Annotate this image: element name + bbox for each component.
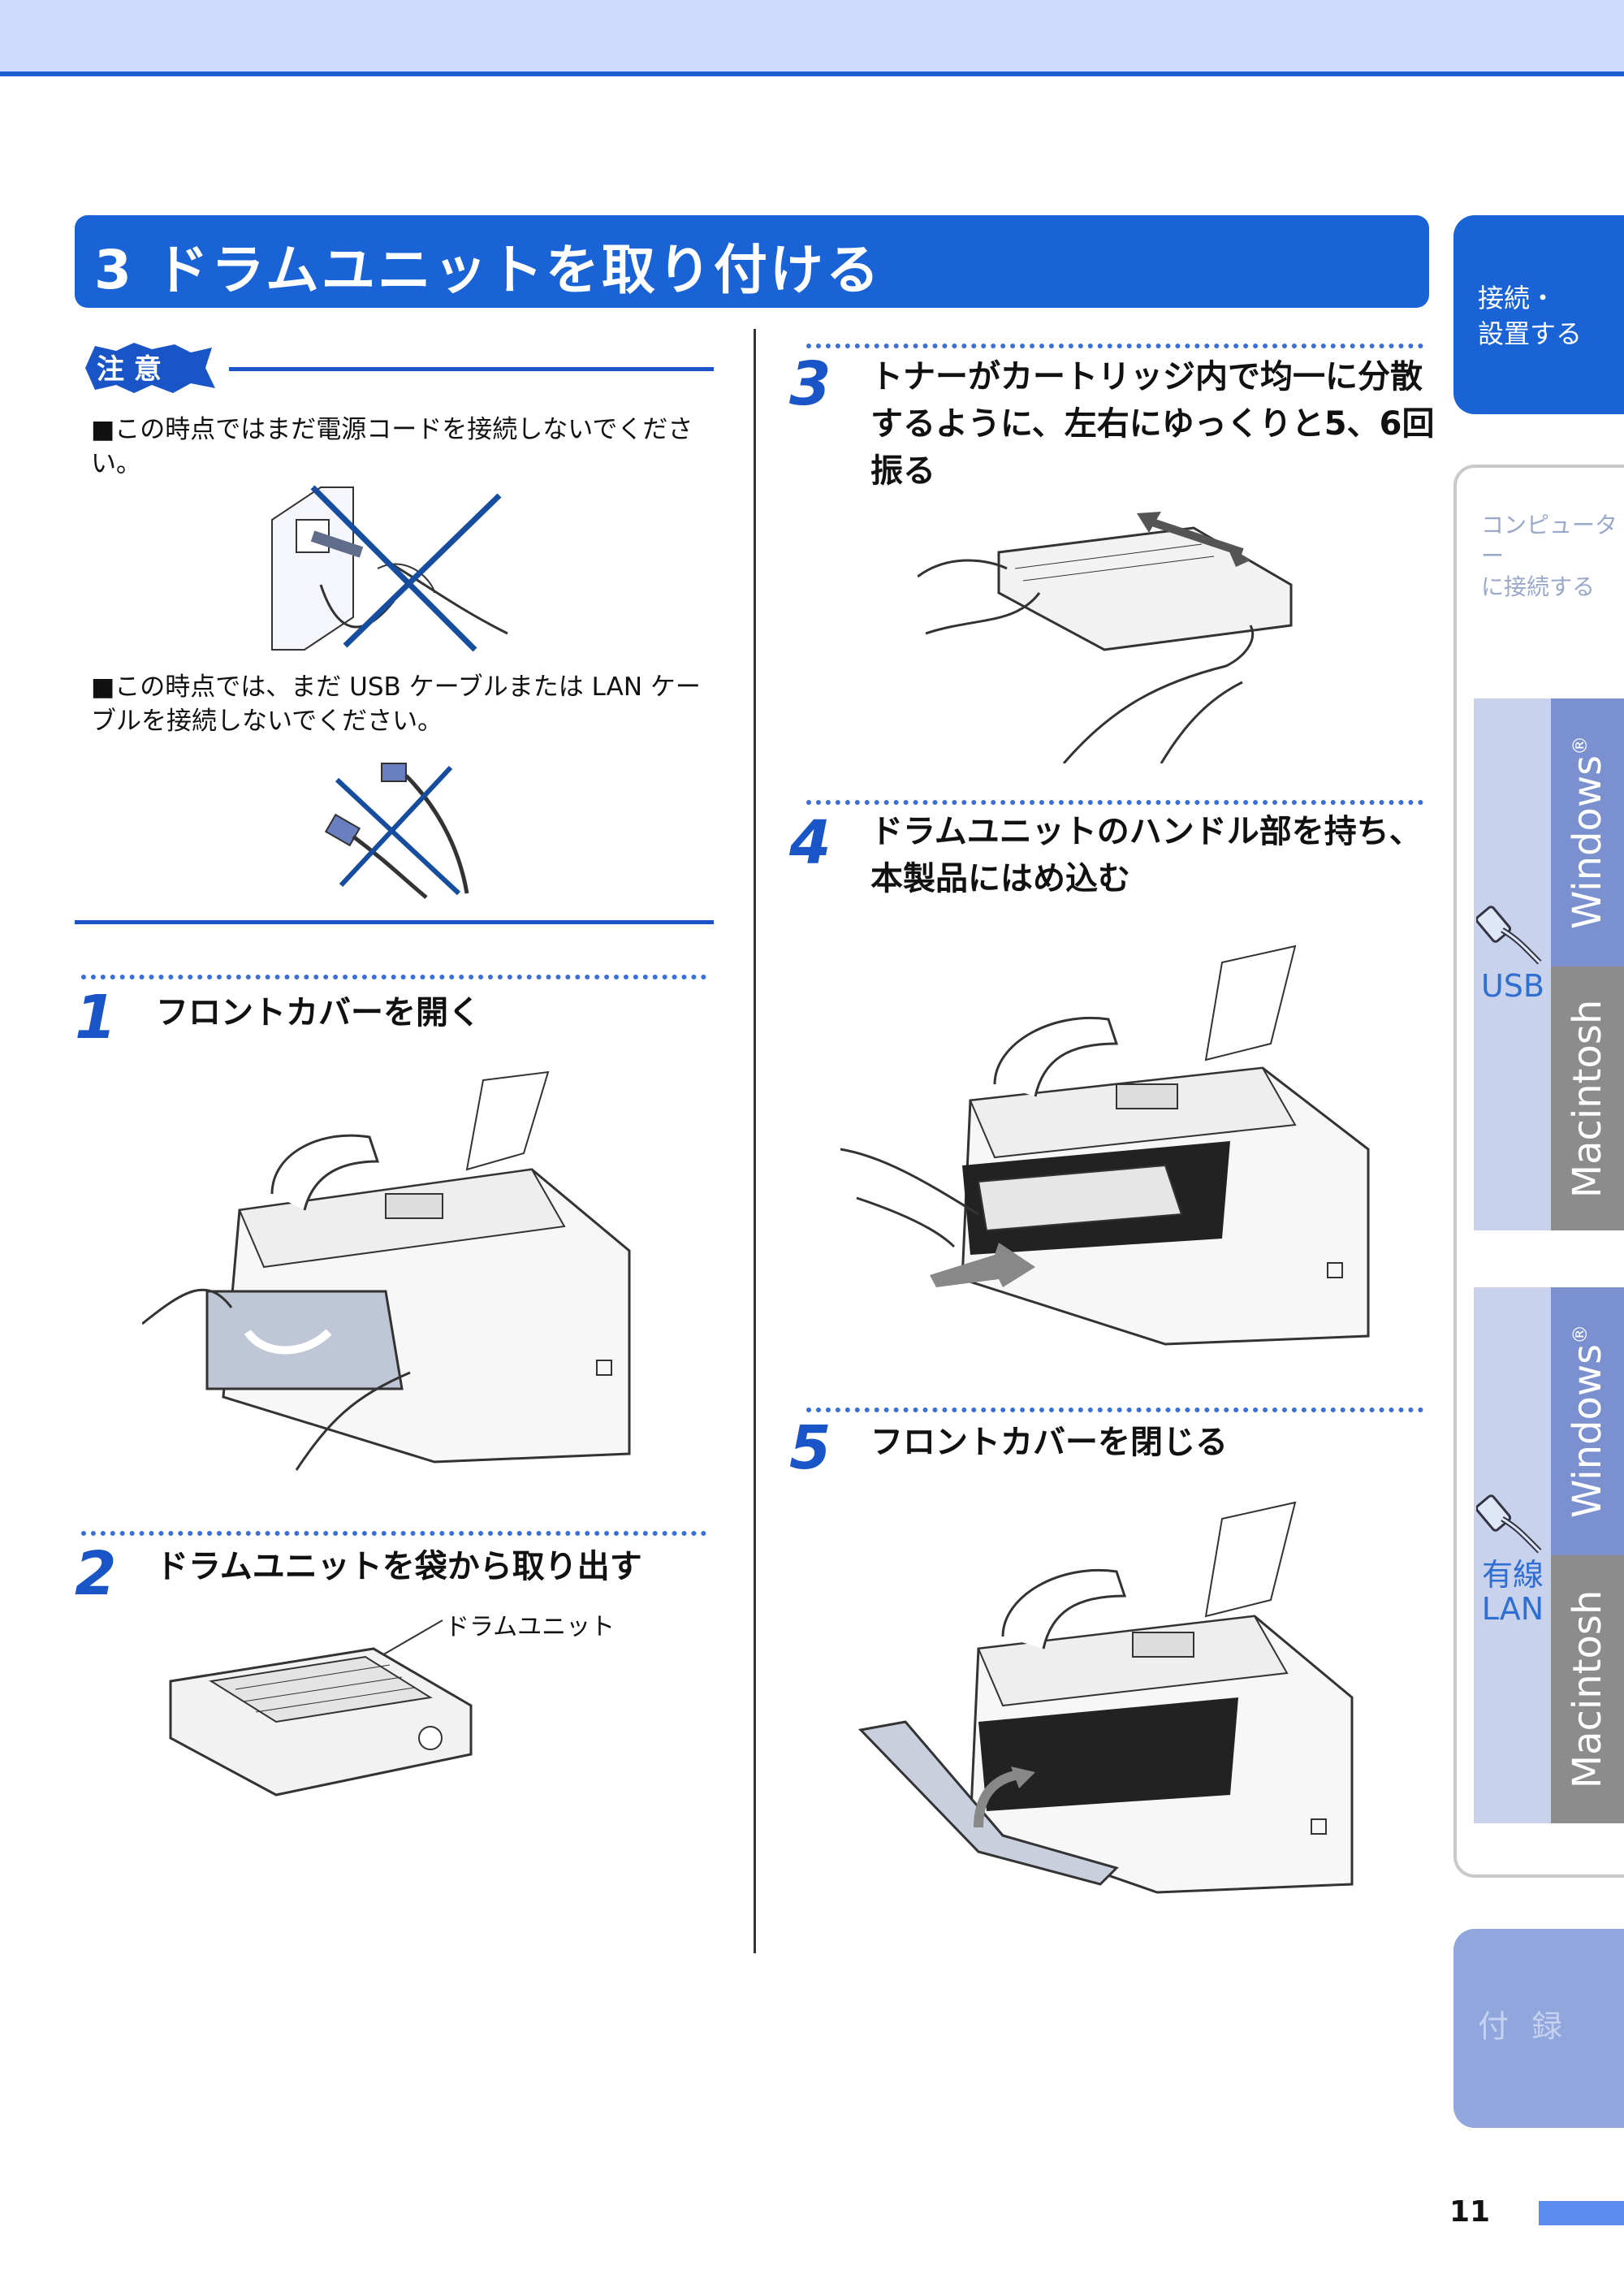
tab-lan-windows[interactable]: Windows®: [1551, 1287, 1624, 1555]
lan-label: 有線 LAN: [1481, 1557, 1544, 1627]
top-rule: [0, 71, 1624, 76]
usb-band: [1474, 698, 1551, 1230]
step5-text: フロントカバーを閉じる: [870, 1424, 1228, 1461]
power-outlet-illustration: [271, 485, 508, 652]
step1-rule: [81, 975, 706, 979]
drum-unit-label: ドラムユニット: [445, 1613, 615, 1641]
step3-number: 3: [789, 349, 831, 419]
step1-text: フロントカバーを開く: [156, 994, 481, 1031]
open-front-cover-illustration: [142, 1070, 631, 1471]
usb-macintosh-label: Macintosh: [1565, 999, 1610, 1198]
lan-cable-icon: [1476, 1494, 1542, 1554]
shake-toner-illustration: [918, 512, 1293, 763]
tab-connect-setup[interactable]: 接続・ 設置する: [1453, 215, 1624, 414]
caution-badge-text: 注 意: [97, 353, 162, 386]
caution-bottom-rule: [75, 920, 714, 924]
caution-top-rule: [229, 367, 714, 371]
insert-drum-illustration: [840, 945, 1370, 1346]
tab-usb-windows[interactable]: Windows®: [1551, 698, 1624, 966]
column-divider: [754, 329, 756, 1953]
tab-connect-label: 接続・ 設置する: [1478, 283, 1583, 349]
caution-badge: 注 意: [85, 343, 215, 393]
lan-windows-label: Windows®: [1565, 1324, 1610, 1519]
page-number: 11: [1449, 2195, 1491, 2229]
step3-text: トナーがカートリッジ内で均一に分散するように、左右にゆっくりと5、6回振る: [870, 358, 1435, 490]
tab-usb-macintosh[interactable]: Macintosh: [1551, 966, 1624, 1230]
usb-lan-cable-illustration: [324, 763, 469, 899]
step4-rule: [806, 800, 1423, 805]
drum-unit-illustration: [169, 1619, 473, 1797]
step5-rule: [806, 1407, 1423, 1412]
top-band: [0, 0, 1624, 71]
tab-appendix-label: 付 録: [1478, 2008, 1570, 2044]
step4-number: 4: [789, 808, 831, 878]
step4-text: ドラムユニットのハンドル部を持ち、本製品にはめ込む: [870, 813, 1422, 897]
usb-cable-icon: [1476, 906, 1542, 965]
lan-band: [1474, 1287, 1551, 1823]
section-title: 3 ドラムユニットを取り付ける: [94, 239, 882, 301]
caution-item-cable: ■この時点では、まだ USB ケーブルまたは LAN ケーブルを接続しないでくだ…: [91, 672, 701, 736]
caution-item-power: ■この時点ではまだ電源コードを接続しないでください。: [91, 415, 693, 478]
tab-computer-label: コンピューター に接続する: [1481, 512, 1618, 600]
usb-label: USB: [1480, 968, 1544, 1004]
close-front-cover-illustration: [857, 1501, 1354, 1894]
step1-number: 1: [75, 983, 117, 1053]
section-header: 3 ドラムユニットを取り付ける: [75, 215, 1429, 308]
usb-windows-label: Windows®: [1565, 735, 1610, 930]
step5-number: 5: [789, 1413, 831, 1483]
tab-lan-macintosh[interactable]: Macintosh: [1551, 1555, 1624, 1823]
tab-appendix[interactable]: 付 録: [1453, 1929, 1624, 2128]
step3-rule: [806, 344, 1423, 348]
step2-rule: [81, 1531, 706, 1536]
step2-text: ドラムユニットを袋から取り出す: [156, 1548, 642, 1585]
lan-macintosh-label: Macintosh: [1565, 1589, 1610, 1789]
step2-number: 2: [75, 1539, 117, 1609]
page-number-bar: [1539, 2201, 1624, 2225]
